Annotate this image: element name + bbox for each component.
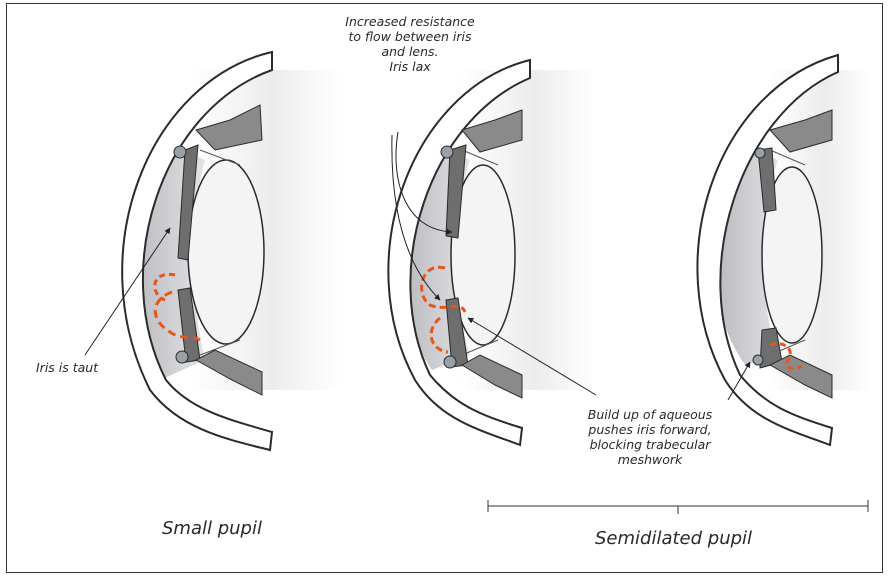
eye-3-trabecular-lower [753,355,763,365]
eye-semidilated-right [697,55,870,445]
eye-2-trabecular-upper [441,146,453,158]
eye-1-trabecular-upper [174,146,186,158]
eye-1-lens [188,160,264,344]
label-build-up: Build up of aqueous pushes iris forward,… [570,407,730,467]
caption-semidilated-pupil: Semidilated pupil [595,528,752,549]
semidilated-bracket [488,500,868,514]
eye-3-trabecular-upper [755,148,765,158]
eye-semidilated-middle [388,60,596,445]
eye-1-trabecular-lower [176,351,188,363]
eye-2-trabecular-lower [444,356,456,368]
eye-small-pupil [85,52,340,450]
label-iris-taut: Iris is taut [36,360,98,375]
caption-small-pupil: Small pupil [162,518,262,539]
label-increased-resistance: Increased resistance to flow between iri… [330,14,490,74]
